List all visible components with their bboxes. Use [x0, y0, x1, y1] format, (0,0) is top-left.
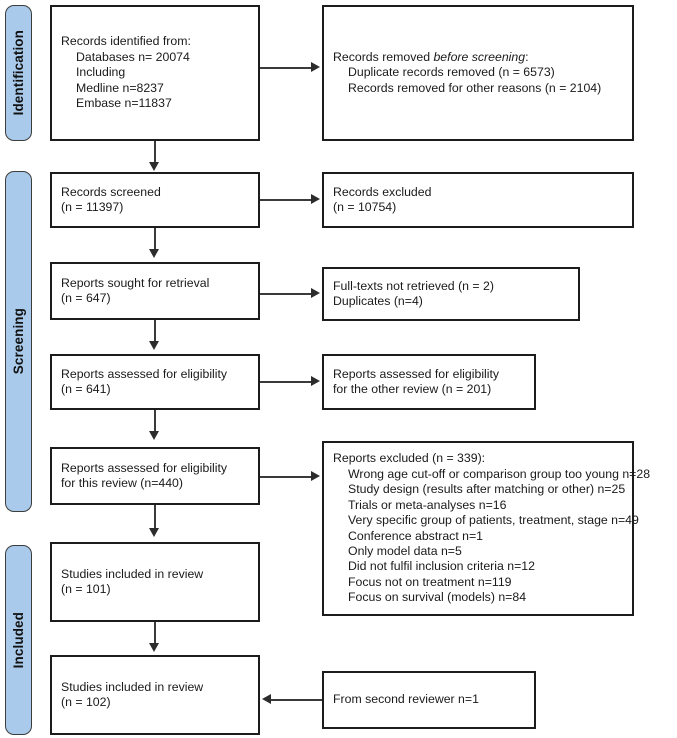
box-records-identified: Records identified from: Databases n= 20… — [50, 5, 260, 141]
connector-sought-to-assessed — [154, 320, 156, 344]
included-101-line-1: Studies included in review — [61, 566, 204, 581]
reports-excluded-reason: Wrong age cut-off or comparison group to… — [348, 466, 651, 481]
reports-excluded-reason: Study design (results after matching or … — [348, 482, 626, 497]
stage-tab-screening: Screening — [5, 171, 32, 512]
arrowhead-assessed-to-other-review — [311, 376, 320, 386]
assessed-other-review-line-2: for the other review (n = 201) — [333, 382, 492, 396]
reports-excluded-reason: Did not fulfil inclusion criteria n=12 — [348, 559, 535, 574]
connector-second-reviewer-to-included102 — [271, 699, 322, 701]
records-removed-line-2: Duplicate records removed (n = 6573) — [348, 65, 555, 80]
assessed-eligibility-line-2: (n = 641) — [61, 382, 111, 396]
reports-excluded-reason: Focus not on treatment n=119 — [348, 574, 512, 589]
connector-identified-to-removed — [260, 67, 312, 69]
connector-identified-to-screened — [154, 141, 156, 165]
reports-sought-line-1: Reports sought for retrieval — [61, 275, 210, 290]
records-screened-line-2: (n = 11397) — [61, 200, 124, 214]
arrowhead-included101-to-included102 — [149, 643, 159, 652]
records-removed-heading-pre: Records removed — [333, 49, 434, 64]
records-identified-line-2: Databases n= 20074 — [76, 49, 190, 64]
records-screened-line-1: Records screened — [61, 184, 161, 199]
assessed-this-review-line-2: for this review (n=440) — [61, 476, 183, 490]
included-101-line-2: (n = 101) — [61, 582, 111, 596]
reports-sought-line-2: (n = 647) — [61, 291, 111, 305]
reports-excluded-reason: Only model data n=5 — [348, 543, 462, 558]
not-retrieved-line-1: Full-texts not retrieved (n = 2) — [333, 278, 494, 293]
box-second-reviewer: From second reviewer n=1 — [322, 671, 536, 729]
records-identified-line-4: Medline n=8237 — [76, 80, 164, 95]
box-records-removed-before-screening: Records removed before screening: Duplic… — [322, 5, 634, 141]
box-reports-assessed-eligibility: Reports assessed for eligibility (n = 64… — [50, 354, 260, 410]
connector-assessed-to-this-review — [154, 410, 156, 434]
connector-this-review-to-excluded — [260, 476, 312, 478]
box-records-excluded: Records excluded (n = 10754) — [322, 172, 634, 228]
stage-tab-included-label: Included — [10, 611, 26, 669]
box-assessed-other-review: Reports assessed for eligibility for the… — [322, 354, 536, 410]
included-102-line-1: Studies included in review — [61, 679, 204, 694]
arrowhead-identified-to-removed — [311, 62, 320, 72]
reports-excluded-reason: Focus on survival (models) n=84 — [348, 590, 527, 605]
records-identified-line-5: Embase n=11837 — [76, 96, 172, 111]
records-removed-heading-italic: before screening — [433, 49, 526, 64]
assessed-other-review-line-1: Reports assessed for eligibility — [333, 366, 500, 381]
box-records-screened: Records screened (n = 11397) — [50, 172, 260, 228]
reports-excluded-reason: Conference abstract n=1 — [348, 528, 484, 543]
arrowhead-second-reviewer-to-included102 — [262, 694, 271, 704]
connector-assessed-to-other-review — [260, 381, 312, 383]
arrowhead-screened-to-sought — [149, 249, 159, 258]
connector-included101-to-included102 — [154, 622, 156, 646]
box-full-texts-not-retrieved: Full-texts not retrieved (n = 2) Duplica… — [322, 267, 580, 321]
box-studies-included-102: Studies included in review (n = 102) — [50, 655, 260, 735]
arrowhead-identified-to-screened — [149, 162, 159, 171]
reports-excluded-reason: Trials or meta-analyses n=16 — [348, 497, 507, 512]
records-excluded-line-2: (n = 10754) — [333, 200, 397, 214]
assessed-eligibility-line-1: Reports assessed for eligibility — [61, 366, 228, 381]
records-removed-line-3: Records removed for other reasons (n = 2… — [348, 80, 602, 95]
box-reports-sought: Reports sought for retrieval (n = 647) — [50, 262, 260, 320]
assessed-this-review-line-1: Reports assessed for eligibility — [61, 460, 228, 475]
connector-sought-to-not-retrieved — [260, 293, 312, 295]
connector-screened-to-sought — [154, 228, 156, 252]
records-identified-line-3: Including — [76, 65, 126, 80]
not-retrieved-line-2: Duplicates (n=4) — [333, 294, 423, 308]
records-removed-heading: Records removed before screening: — [333, 50, 623, 65]
arrowhead-assessed-to-this-review — [149, 431, 159, 440]
box-reports-excluded-detail: Reports excluded (n = 339): Wrong age cu… — [322, 441, 651, 616]
arrowhead-this-review-to-excluded — [311, 471, 320, 481]
arrowhead-screened-to-excluded — [311, 194, 320, 204]
box-assessed-this-review: Reports assessed for eligibility for thi… — [50, 447, 260, 505]
box-studies-included-101: Studies included in review (n = 101) — [50, 542, 260, 622]
records-excluded-line-1: Records excluded — [333, 184, 432, 199]
second-reviewer-line-1: From second reviewer n=1 — [333, 692, 479, 707]
stage-tab-included: Included — [5, 545, 32, 735]
reports-excluded-heading: Reports excluded (n = 339): — [333, 451, 486, 466]
connector-screened-to-excluded — [260, 199, 312, 201]
records-removed-heading-post: : — [525, 49, 529, 64]
arrowhead-sought-to-not-retrieved — [311, 288, 320, 298]
stage-tab-identification: Identification — [5, 5, 32, 141]
reports-excluded-reason: Very specific group of patients, treatme… — [348, 513, 639, 528]
stage-tab-screening-label: Screening — [10, 308, 26, 375]
stage-tab-identification-label: Identification — [10, 30, 26, 116]
arrowhead-this-review-to-included101 — [149, 528, 159, 537]
arrowhead-sought-to-assessed — [149, 341, 159, 350]
records-identified-line-1: Records identified from: — [61, 34, 191, 49]
included-102-line-2: (n = 102) — [61, 695, 111, 709]
connector-this-review-to-included101 — [154, 505, 156, 530]
